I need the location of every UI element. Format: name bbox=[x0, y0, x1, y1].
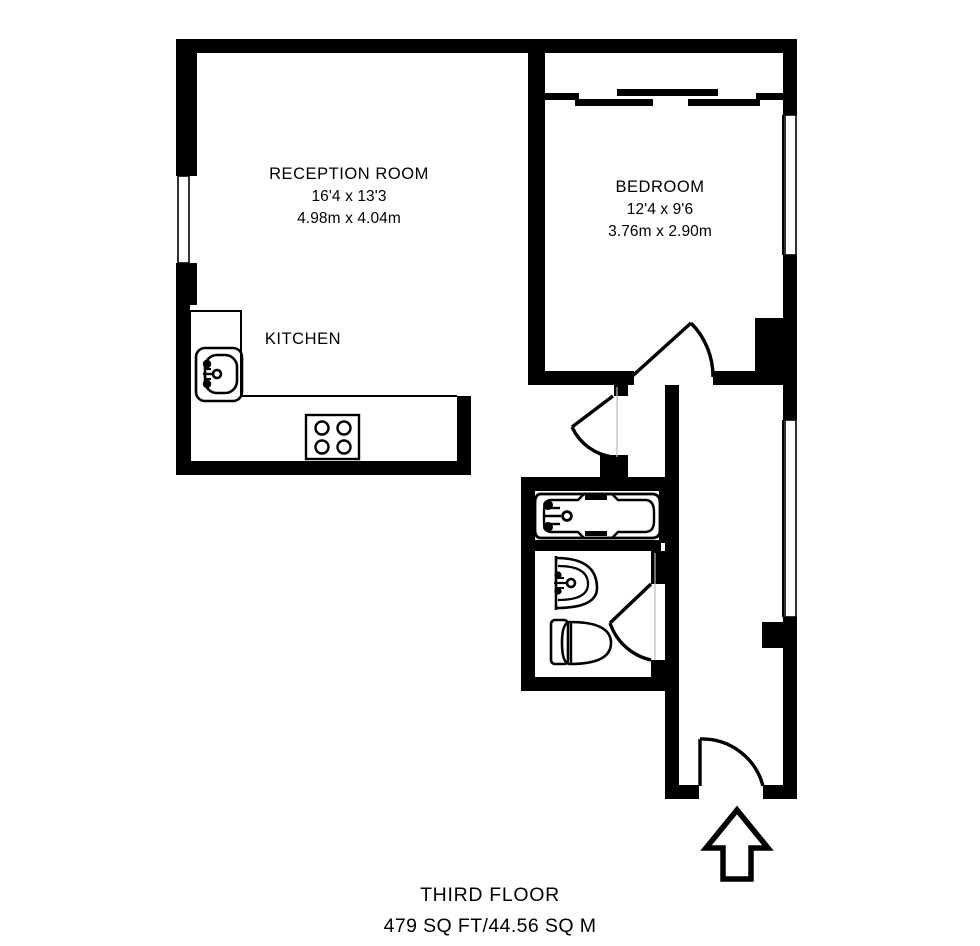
basin-outer bbox=[555, 556, 599, 610]
wash-basin-icon bbox=[554, 556, 599, 610]
wall-right-mid bbox=[783, 255, 797, 325]
windows-layer bbox=[177, 89, 797, 618]
wall-bathroom-internal-divider bbox=[535, 540, 661, 551]
bath-headrest-bottom bbox=[585, 531, 607, 536]
kitchen-name: KITCHEN bbox=[264, 330, 342, 348]
wall-bathroom-bottom bbox=[521, 677, 679, 691]
hob-outline bbox=[304, 413, 361, 461]
doors-layer bbox=[570, 321, 765, 787]
title-block: THIRD FLOOR 479 SQ FT/44.56 SQ M bbox=[0, 884, 980, 938]
walls-layer bbox=[176, 39, 797, 799]
bedroom-dimensions-metric: 3.76m x 2.90m bbox=[608, 223, 712, 241]
sink-tap-bottom bbox=[202, 379, 212, 389]
basin-inner bbox=[557, 564, 590, 602]
window-left bbox=[177, 175, 190, 264]
room-label-reception: RECEPTION ROOM 16'4 x 13'3 4.98m x 4.04m bbox=[184, 163, 514, 230]
wall-central-divider bbox=[528, 39, 545, 384]
sink-tap-top bbox=[202, 359, 212, 369]
wall-left-window-jamb-top bbox=[176, 168, 187, 176]
hall-door-leaf bbox=[570, 394, 615, 429]
bathtub-icon bbox=[533, 492, 662, 540]
reception-room-name: RECEPTION ROOM bbox=[269, 165, 429, 183]
wall-bedroom-corner-block bbox=[755, 318, 797, 385]
arrow-shape bbox=[700, 805, 774, 882]
bedroom-door-arc bbox=[689, 321, 715, 378]
kitchen-counter-outline bbox=[190, 310, 457, 397]
hob-burner-tr bbox=[336, 420, 352, 436]
wall-hall-left-lower bbox=[665, 692, 679, 799]
wall-bathroom-door-jamb-bottom bbox=[651, 660, 665, 691]
hall-door-arc bbox=[570, 426, 614, 459]
entrance-door-arc bbox=[699, 737, 765, 787]
wall-right-mid2 bbox=[783, 378, 797, 420]
wall-left-kitchen bbox=[176, 300, 190, 475]
bath-outer bbox=[533, 492, 662, 540]
bathroom-door-arc bbox=[608, 622, 652, 662]
wall-bedroom-bottom-left bbox=[545, 371, 628, 385]
bath-headrest-top bbox=[585, 495, 607, 500]
window-right-upper bbox=[784, 114, 797, 256]
bath-plug bbox=[561, 510, 573, 522]
toilet-bowl bbox=[560, 620, 613, 666]
hob-burner-bl bbox=[314, 439, 330, 455]
sink-outer bbox=[194, 346, 244, 403]
reception-room-dimensions-metric: 4.98m x 4.04m bbox=[297, 210, 401, 228]
door-opening-guides bbox=[616, 387, 656, 660]
wall-hall-door-jamb-lower bbox=[600, 455, 628, 477]
wall-bathroom-door-jamb-top bbox=[651, 551, 665, 584]
room-label-kitchen: KITCHEN bbox=[243, 328, 363, 351]
bedroom-door-leaf bbox=[626, 321, 693, 382]
reception-room-dimensions-imperial: 16'4 x 13'3 bbox=[311, 188, 387, 206]
floor-area: 479 SQ FT/44.56 SQ M bbox=[383, 915, 597, 937]
wall-top-exterior bbox=[176, 39, 797, 53]
wall-left-fin bbox=[187, 39, 197, 176]
basin-plug bbox=[565, 577, 577, 589]
bedroom-dimensions-imperial: 12'4 x 9'6 bbox=[626, 201, 694, 219]
wall-bedroom-door-jamb bbox=[620, 371, 634, 385]
wall-hall-door-jamb-upper bbox=[614, 384, 628, 396]
hob-icon bbox=[304, 413, 361, 461]
window-right-lower bbox=[784, 419, 797, 618]
window-bedroom-bay bbox=[545, 89, 783, 106]
wall-right-top bbox=[783, 39, 797, 115]
hob-burner-br bbox=[336, 439, 352, 455]
kitchen-sink-icon bbox=[194, 346, 244, 403]
sink-plug bbox=[211, 368, 223, 380]
hob-burner-tl bbox=[314, 420, 330, 436]
toilet-cistern bbox=[549, 618, 570, 666]
toilet-icon bbox=[549, 618, 613, 666]
entrance-direction-arrow bbox=[700, 805, 774, 882]
bath-inner bbox=[542, 492, 656, 540]
wall-entrance-right bbox=[763, 785, 797, 799]
wall-bathroom-left bbox=[521, 477, 535, 691]
wall-left-lower-thick bbox=[176, 263, 197, 305]
wall-right-jog bbox=[762, 622, 797, 648]
wall-bottom-kitchen bbox=[176, 461, 471, 475]
wall-hall-left-upper bbox=[665, 385, 679, 477]
wall-entrance-left bbox=[665, 785, 699, 799]
room-label-bedroom: BEDROOM 12'4 x 9'6 3.76m x 2.90m bbox=[540, 176, 780, 243]
wall-bathroom-right-upper bbox=[659, 491, 665, 543]
wall-kitchen-right bbox=[457, 396, 471, 475]
bathroom-door-leaf bbox=[608, 582, 653, 625]
floor-title: THIRD FLOOR bbox=[420, 884, 560, 906]
wall-hall-left-mid bbox=[665, 477, 679, 692]
wall-right-lower bbox=[783, 617, 797, 799]
bedroom-name: BEDROOM bbox=[615, 178, 705, 196]
wall-bathroom-top bbox=[521, 477, 679, 491]
